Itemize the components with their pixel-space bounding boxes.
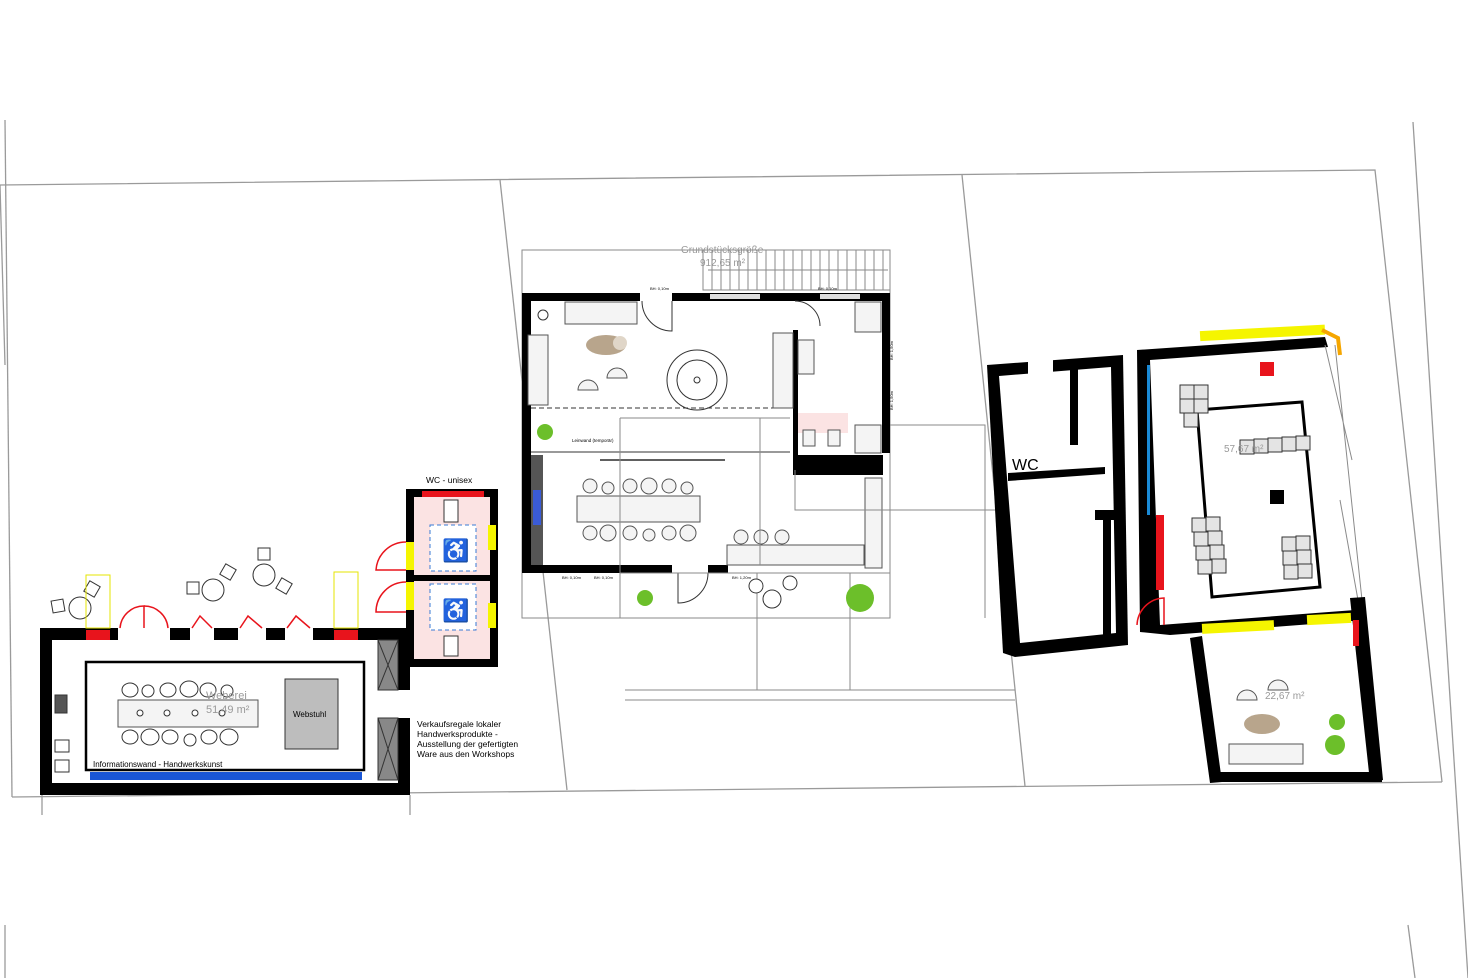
shop-note-line: Ware aus den Workshops xyxy=(417,749,514,759)
shop-note: Verkaufsregale lokaler Handwerksprodukte… xyxy=(417,719,518,759)
wc-title: WC - unisex xyxy=(426,475,473,485)
wc-label: WC xyxy=(1012,457,1039,474)
wc-block: WC - unisex ♿ ♿ xyxy=(375,475,498,667)
dimension-label: BH: 0,10m xyxy=(562,575,582,580)
hall-area: 57,67 m² xyxy=(1224,444,1264,455)
info-wall-bar xyxy=(90,772,362,780)
wheelchair-icon: ♿ xyxy=(442,598,469,623)
straight-stair xyxy=(702,249,891,291)
door-marker-red xyxy=(334,630,358,640)
lounge-area: 22,67 m² xyxy=(1265,691,1305,702)
dimension-label: BH: 0,10m xyxy=(818,286,838,291)
weberei-name: Weberei xyxy=(206,690,247,702)
plant xyxy=(1329,714,1345,730)
plant xyxy=(537,424,553,440)
plant xyxy=(1325,735,1345,755)
loom xyxy=(284,678,339,750)
shop-note-line: Handwerksprodukte - xyxy=(417,729,498,739)
weberei-area: 51,49 m² xyxy=(206,704,250,716)
plant xyxy=(637,590,653,606)
plant xyxy=(846,584,874,612)
dimension-label: BH: 1,50m xyxy=(889,390,894,410)
info-wall-label: Informationswand - Handwerkskunst xyxy=(93,760,223,769)
dimension-label: BH: 1,20m xyxy=(732,575,752,580)
door-marker-red xyxy=(86,630,110,640)
weberei-building: Weberei 51,49 m² Webstuhl Informationswa… xyxy=(40,547,410,795)
east-building: WC 57,67 m² 22,67 m² xyxy=(987,324,1383,783)
shop-note-line: Verkaufsregale lokaler xyxy=(417,719,501,729)
shop-note-line: Ausstellung der gefertigten xyxy=(417,739,518,749)
plot-area: 912,65 m² xyxy=(700,258,746,269)
projection-label: Leinwand (temporär) xyxy=(572,438,614,443)
main-building: Grundstücksgröße 912,65 m² xyxy=(521,245,1015,701)
loom-label: Webstuhl xyxy=(293,710,326,719)
dimension-label: BH: 0,10m xyxy=(594,575,614,580)
wheelchair-icon: ♿ xyxy=(442,538,469,563)
dimension-label: BH: 1,50m xyxy=(889,340,894,360)
dimension-label: BH: 0,10m xyxy=(650,286,670,291)
